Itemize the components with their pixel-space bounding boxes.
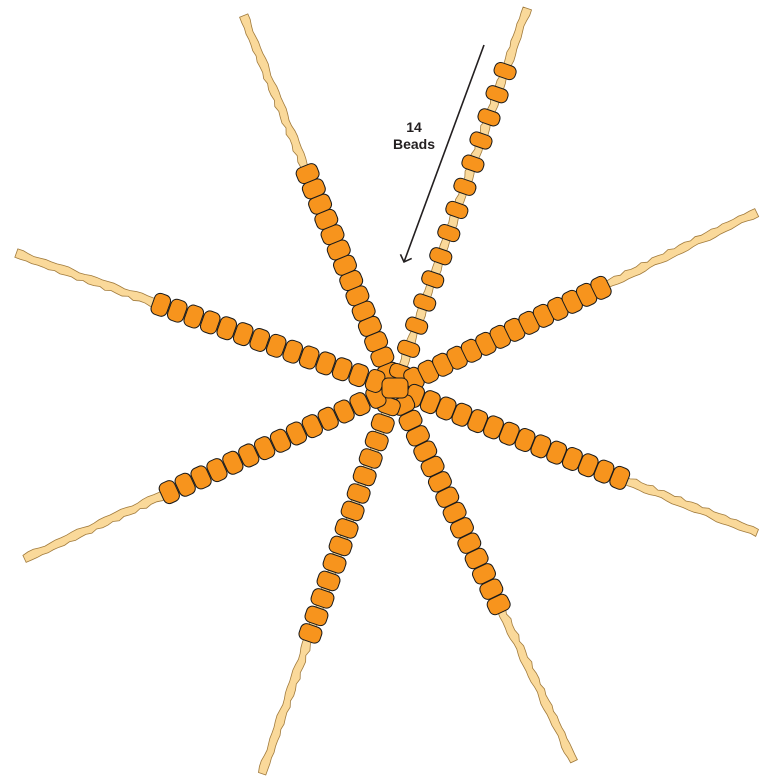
upper-right-thread-bead xyxy=(396,339,421,359)
upper-right-thread-bead xyxy=(412,292,437,312)
upper-right-thread-bead xyxy=(468,130,493,150)
upper-right-thread-bead xyxy=(420,269,445,289)
upper-right-thread-bead xyxy=(460,153,485,173)
upper-right-thread-bead xyxy=(484,84,509,104)
upper-right-thread-bead xyxy=(436,223,461,243)
upper-right-thread-bead xyxy=(452,177,477,197)
upper-right-thread-bead xyxy=(476,107,501,127)
left-upper-thread-beads xyxy=(149,292,386,394)
upper-right-thread-bead xyxy=(492,61,517,81)
upper-right-thread-bead xyxy=(404,315,429,335)
upper-right-thread-bead xyxy=(428,246,453,266)
right-upper-thread-beads xyxy=(402,274,614,392)
center-bead xyxy=(382,378,408,398)
upper-right-thread-bead xyxy=(444,200,469,220)
bead-count-label: 14 xyxy=(399,119,429,135)
beads-word-label: Beads xyxy=(385,136,443,152)
